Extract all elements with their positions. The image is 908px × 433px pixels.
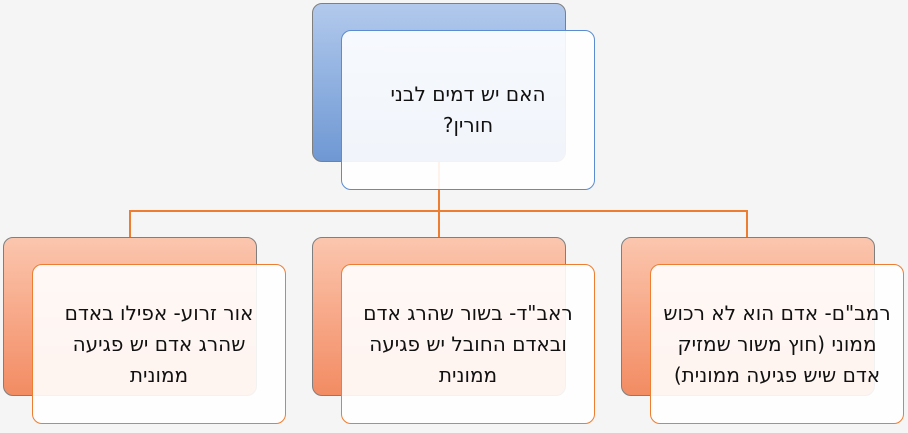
child-node-middle: ראב"ד- בשור שהרג אדם ובאדם החובל יש פגיע… <box>341 264 595 424</box>
root-node: האם יש דמים לבני חורין? <box>341 30 595 190</box>
connector-left-child <box>129 210 131 237</box>
child-node-middle-text: ראב"ד- בשור שהרג אדם ובאדם החובל יש פגיע… <box>363 300 573 387</box>
root-node-text: האם יש דמים לבני חורין? <box>390 82 546 137</box>
child-node-left-text: אור זרוע- אפילו באדם שהרג אדם יש פגיעה מ… <box>64 300 254 387</box>
connector-right-child <box>746 210 748 237</box>
child-node-left: אור זרוע- אפילו באדם שהרג אדם יש פגיעה מ… <box>32 264 286 424</box>
connector-middle-child <box>438 210 440 237</box>
child-node-right-text: רמב"ם- אדם הוא לא רכוש ממוני (חוץ משור ש… <box>663 300 891 387</box>
child-node-right: רמב"ם- אדם הוא לא רכוש ממוני (חוץ משור ש… <box>650 264 904 424</box>
